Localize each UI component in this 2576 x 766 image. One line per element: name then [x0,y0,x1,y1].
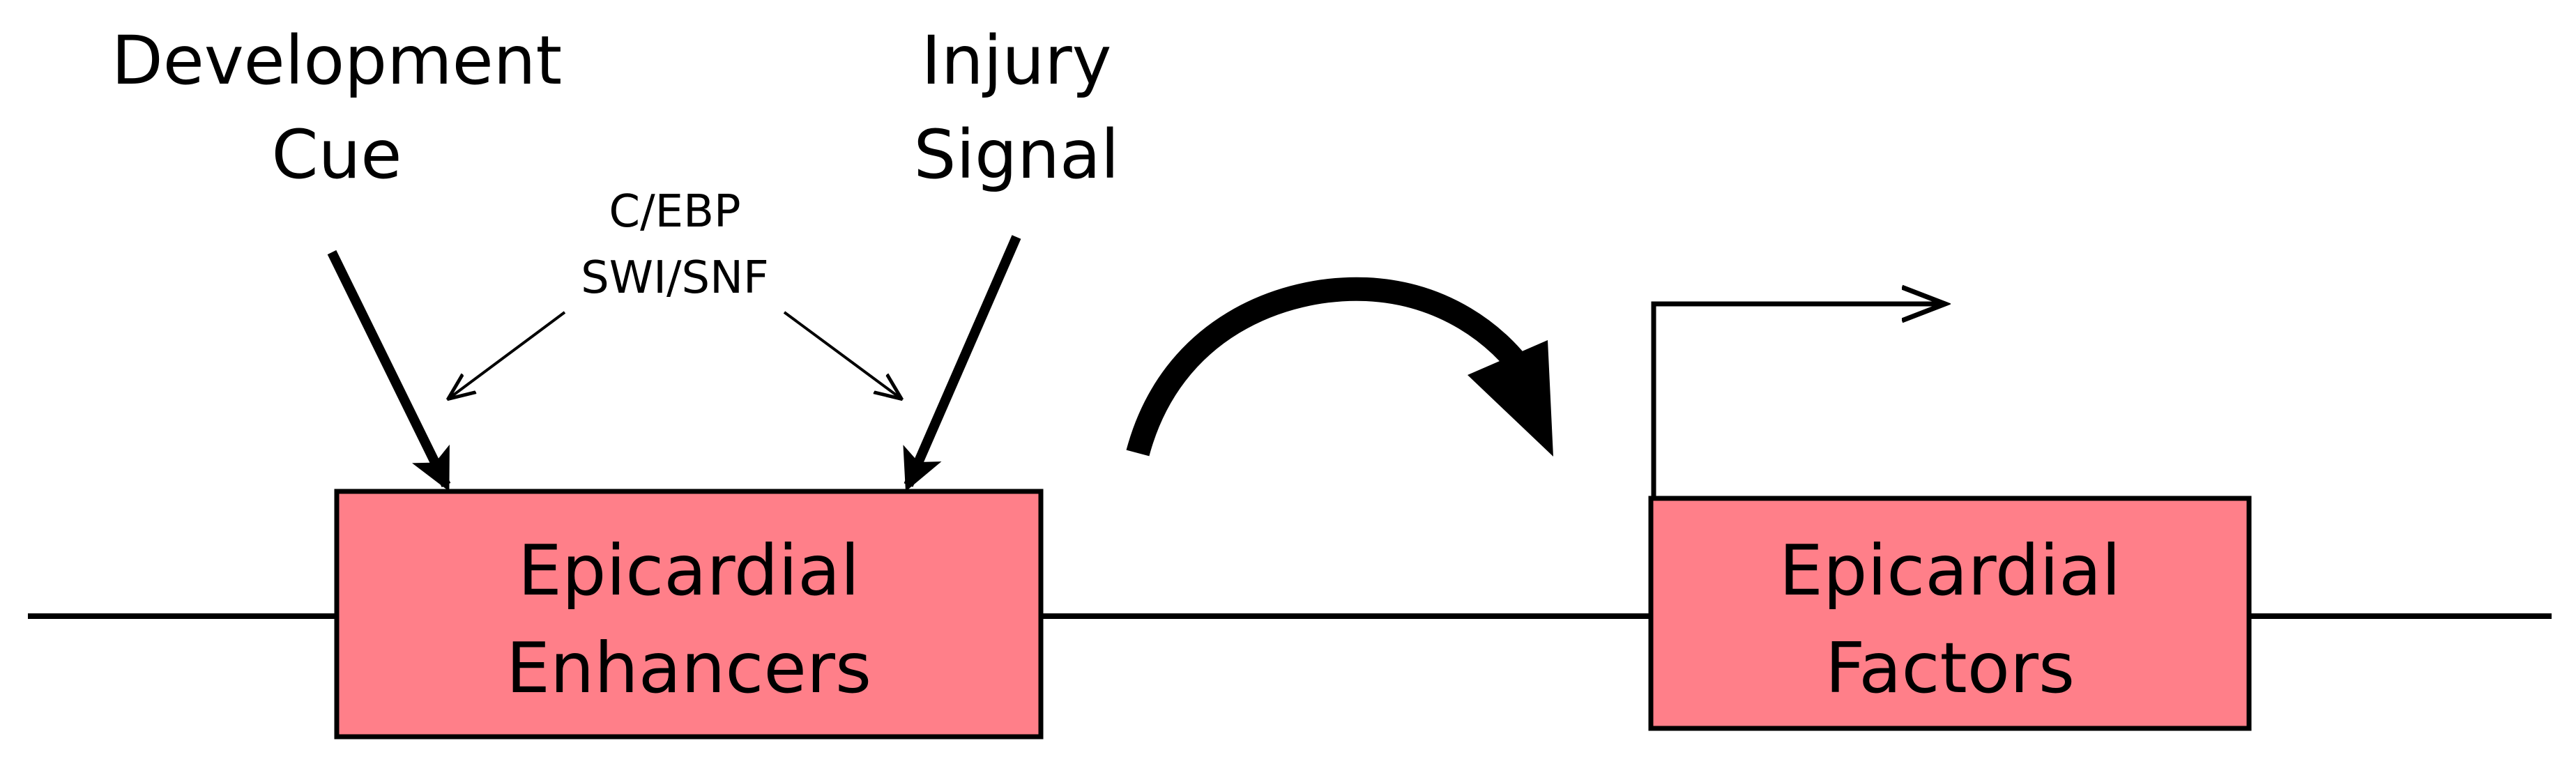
factors-label-line2: Factors [1825,627,2075,709]
activation-arrowhead [1468,340,1553,457]
activation-curved-arrow [1126,277,1537,457]
development-cue-line2: Cue [272,116,402,194]
cofactor-arrow-left [450,311,566,397]
development-cue-arrow [327,250,451,491]
cofactor-label-line1: C/EBP [609,186,740,238]
injury-signal-line1: Injury [922,22,1112,100]
factors-box [1648,496,2252,731]
injury-signal-arrow [903,235,1021,492]
enhancers-box [334,489,1044,740]
transcription-start-arrow [1651,304,1945,497]
cofactor-label-line2: SWI/SNF [581,252,769,304]
cofactor-arrow-right [783,311,899,397]
injury-signal-line2: Signal [914,116,1120,194]
enhancers-label-line1: Epicardial [518,530,860,611]
development-cue-line1: Development [112,22,562,100]
factors-label-line1: Epicardial [1779,530,2121,611]
enhancers-label-line2: Enhancers [506,627,871,709]
